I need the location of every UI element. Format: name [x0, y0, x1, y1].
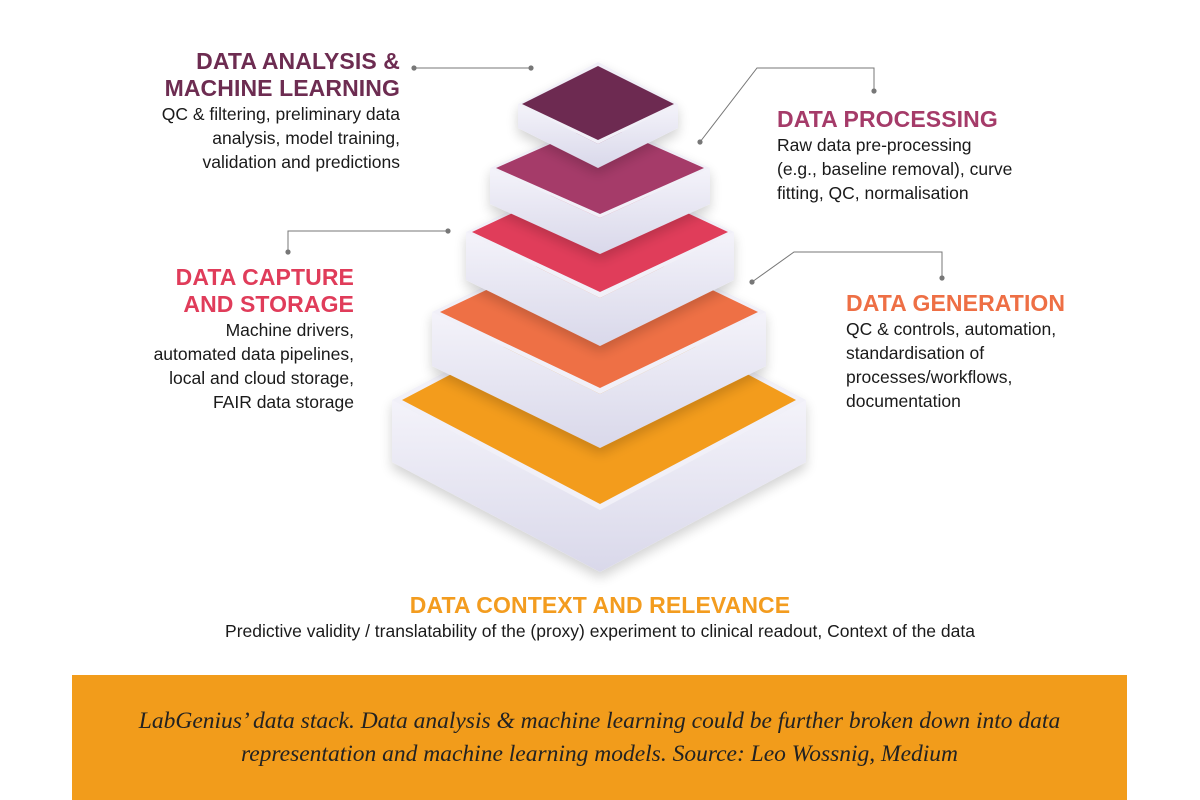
label-data-capture: DATA CAPTURE AND STORAGE Machine drivers… [60, 264, 354, 414]
desc-line: (e.g., baseline removal), curve [777, 159, 1013, 179]
connector-processing [699, 67, 875, 143]
slab-analysis [518, 62, 678, 168]
slab-context-side [392, 400, 806, 572]
title-line: AND STORAGE [183, 291, 354, 317]
desc-line: local and cloud storage, [169, 368, 354, 388]
connector-dot [528, 65, 534, 71]
desc-line: documentation [846, 391, 961, 411]
desc-line: automated data pipelines, [153, 344, 354, 364]
title-line: DATA ANALYSIS & [196, 48, 400, 74]
desc-line: processes/workflows, [846, 367, 1013, 387]
slab-analysis-side [518, 104, 678, 168]
desc-line: QC & controls, automation, [846, 319, 1057, 339]
slab-processing [490, 118, 710, 254]
slab-processing-top [496, 122, 704, 214]
slab-generation-side [432, 312, 766, 448]
desc-line: standardisation of [846, 343, 985, 363]
connector-capture [287, 230, 448, 252]
connector-generation [751, 251, 943, 283]
label-data-analysis: DATA ANALYSIS & MACHINE LEARNING QC & fi… [60, 48, 400, 174]
desc-line: analysis, model training, [212, 128, 400, 148]
label-data-generation-desc: QC & controls, automation, standardisati… [846, 317, 1146, 413]
label-data-capture-desc: Machine drivers, automated data pipeline… [60, 318, 354, 414]
label-data-generation: DATA GENERATION QC & controls, automatio… [846, 290, 1146, 413]
connector-dot [697, 139, 703, 145]
desc-line: fitting, QC, normalisation [777, 183, 969, 203]
label-data-context: DATA CONTEXT AND RELEVANCE Predictive va… [100, 592, 1100, 643]
label-data-analysis-title: DATA ANALYSIS & MACHINE LEARNING [60, 48, 400, 102]
connector-dot [411, 65, 417, 71]
connector-dot [445, 228, 451, 234]
connector-dot [939, 275, 945, 281]
label-data-processing-desc: Raw data pre-processing (e.g., baseline … [777, 133, 1107, 205]
connector-dot [871, 88, 877, 94]
label-data-generation-title: DATA GENERATION [846, 290, 1066, 316]
connector-lines [287, 67, 943, 283]
title-line: DATA CAPTURE [175, 264, 354, 290]
caption-text: LabGenius’ data stack. Data analysis & m… [138, 707, 1061, 767]
desc-line: validation and predictions [202, 152, 401, 172]
title-line: MACHINE LEARNING [164, 75, 400, 101]
label-data-capture-title: DATA CAPTURE AND STORAGE [60, 264, 354, 318]
label-data-processing: DATA PROCESSING Raw data pre-processing … [777, 106, 1107, 205]
label-data-context-desc: Predictive validity / translatability of… [225, 621, 975, 641]
connector-dot [749, 279, 755, 285]
desc-line: QC & filtering, preliminary data [161, 104, 400, 124]
connector-dots [285, 65, 945, 285]
desc-line: Machine drivers, [225, 320, 354, 340]
caption-banner: LabGenius’ data stack. Data analysis & m… [72, 675, 1127, 800]
slab-processing-side [490, 168, 710, 254]
slab-analysis-top [522, 66, 674, 140]
label-data-analysis-desc: QC & filtering, preliminary data analysi… [60, 102, 400, 174]
label-data-context-title: DATA CONTEXT AND RELEVANCE [409, 592, 791, 618]
label-data-processing-title: DATA PROCESSING [777, 106, 998, 132]
connector-dot [285, 249, 291, 255]
desc-line: FAIR data storage [212, 392, 354, 412]
slab-capture-side [466, 232, 734, 346]
desc-line: Raw data pre-processing [777, 135, 972, 155]
